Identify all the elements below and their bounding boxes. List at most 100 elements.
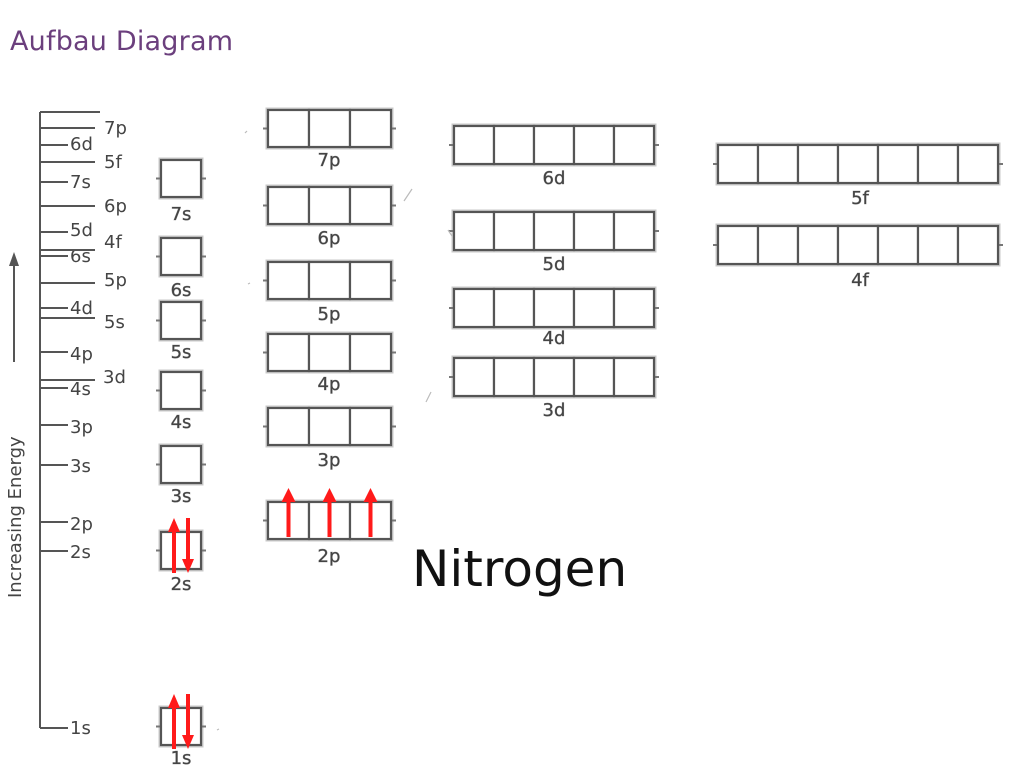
sublevel-3d: 3d	[449, 355, 659, 421]
orbital-box-5p	[307, 260, 352, 301]
orbital-box-3d	[492, 356, 536, 398]
orbital-box-4d	[612, 287, 656, 329]
orbital-box-4d	[452, 287, 496, 329]
sublevel-3s: 3s	[156, 443, 206, 507]
sublevel-label-6s: 6s	[171, 280, 192, 301]
orbital-box-4f	[956, 224, 1000, 266]
energy-level-label-3d: 3d	[103, 367, 126, 388]
sublevel-5f: 5f	[713, 142, 1003, 209]
orbital-box-4p	[307, 332, 352, 373]
energy-axis: Increasing Energy1s2s2p3s3p4s3d4p5s4d5p6…	[5, 111, 127, 739]
speck-mark	[447, 229, 453, 237]
sublevel-2p: 2p	[263, 488, 396, 567]
orbital-box-4p	[348, 332, 393, 373]
speck-mark	[216, 728, 220, 731]
orbital-box-1s	[159, 706, 203, 747]
sublevel-6p: 6p	[263, 184, 396, 249]
speck-mark	[244, 130, 248, 134]
orbital-box-4f	[796, 224, 840, 266]
orbital-box-3d	[572, 356, 616, 398]
sublevel-label-1s: 1s	[171, 748, 192, 768]
orbital-box-5d	[492, 210, 536, 252]
sublevel-2s: 2s	[156, 518, 206, 595]
orbital-box-6s	[159, 236, 203, 277]
orbital-box-5d	[572, 210, 616, 252]
sublevel-label-3s: 3s	[171, 486, 192, 507]
sublevel-4s: 4s	[156, 369, 206, 433]
electron-up-arrowhead	[168, 694, 180, 708]
sublevel-3p: 3p	[263, 405, 396, 471]
orbital-box-4s	[159, 370, 203, 411]
sublevel-label-2s: 2s	[171, 574, 192, 595]
energy-level-label-5f: 5f	[104, 152, 122, 173]
orbital-box-6p	[307, 185, 352, 226]
orbital-box-5f	[796, 143, 840, 185]
energy-level-label-2p: 2p	[70, 514, 93, 535]
energy-level-label-3p: 3p	[70, 417, 93, 438]
energy-level-label-4d: 4d	[70, 298, 93, 319]
orbital-box-4p	[266, 332, 311, 373]
orbital-box-6p	[348, 185, 393, 226]
orbital-box-6d	[452, 124, 496, 166]
orbital-box-3p	[348, 406, 393, 447]
orbital-box-4d	[572, 287, 616, 329]
orbital-box-4f	[836, 224, 880, 266]
sublevel-6d: 6d	[449, 123, 659, 189]
orbital-box-5p	[266, 260, 311, 301]
orbital-box-5f	[716, 143, 760, 185]
sublevel-label-6p: 6p	[318, 228, 341, 249]
sublevel-label-4s: 4s	[171, 412, 192, 433]
speck-mark	[247, 282, 251, 285]
electron-up-arrowhead	[363, 488, 378, 502]
axis-label: Increasing Energy	[5, 436, 26, 598]
sublevel-4p: 4p	[263, 331, 396, 395]
energy-level-label-5d: 5d	[70, 220, 93, 241]
decorative-specks	[216, 130, 453, 731]
orbital-box-5s	[159, 300, 203, 341]
orbital-box-6p	[266, 185, 311, 226]
orbital-box-7s	[159, 158, 203, 199]
sublevel-label-7p: 7p	[318, 150, 341, 171]
orbital-box-4f	[876, 224, 920, 266]
sublevel-4f: 4f	[713, 223, 1003, 291]
sublevel-6s: 6s	[156, 235, 206, 301]
orbital-box-4f	[716, 224, 760, 266]
orbital-box-5d	[612, 210, 656, 252]
orbital-box-6d	[532, 124, 576, 166]
electron-up-arrowhead	[322, 488, 337, 502]
energy-level-label-1s: 1s	[70, 718, 91, 739]
orbital-box-4f	[756, 224, 800, 266]
sublevel-label-2p: 2p	[318, 546, 341, 567]
sublevel-7p: 7p	[263, 107, 396, 171]
sublevel-5p: 5p	[263, 259, 396, 325]
sublevel-label-5p: 5p	[318, 304, 341, 325]
electron-up-arrowhead	[281, 488, 296, 502]
energy-level-label-5p: 5p	[104, 270, 127, 291]
orbital-box-4d	[492, 287, 536, 329]
orbital-box-4f	[916, 224, 960, 266]
orbital-box-5f	[876, 143, 920, 185]
orbital-box-3p	[266, 406, 311, 447]
orbital-box-5f	[836, 143, 880, 185]
orbital-box-5d	[532, 210, 576, 252]
energy-level-label-2s: 2s	[70, 542, 91, 563]
speck-mark	[425, 391, 432, 403]
orbital-box-5d	[452, 210, 496, 252]
orbital-box-5p	[348, 260, 393, 301]
sublevel-label-6d: 6d	[543, 168, 566, 189]
sublevel-label-4d: 4d	[543, 328, 566, 349]
electron-down-arrowhead	[182, 735, 194, 749]
orbital-box-6d	[492, 124, 536, 166]
sublevel-5s: 5s	[156, 299, 206, 363]
energy-level-label-6d: 6d	[70, 134, 93, 155]
orbital-box-3d	[532, 356, 576, 398]
orbital-box-5f	[756, 143, 800, 185]
orbital-box-7p	[307, 108, 352, 149]
energy-level-label-7s: 7s	[70, 172, 91, 193]
sublevel-4d: 4d	[449, 286, 659, 349]
energy-level-label-5s: 5s	[104, 312, 125, 333]
orbital-box-7p	[266, 108, 311, 149]
orbital-box-3d	[612, 356, 656, 398]
